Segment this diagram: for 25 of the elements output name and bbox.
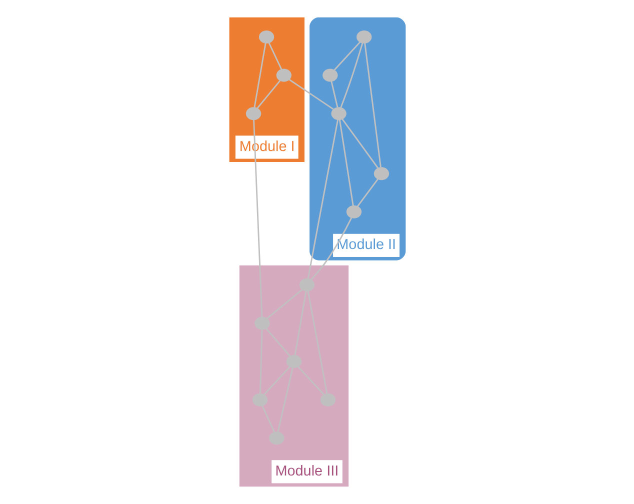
- connector: [268, 42, 282, 70]
- connector: [310, 217, 352, 280]
- connector: [330, 81, 338, 108]
- connector: [288, 78, 334, 110]
- connector: [356, 178, 378, 207]
- connector: [333, 42, 360, 70]
- connector: [364, 43, 381, 168]
- node-circle: [346, 205, 362, 218]
- connector: [252, 120, 262, 318]
- node-circle: [322, 68, 338, 82]
- node-circle: [330, 107, 346, 120]
- connector: [338, 120, 354, 206]
- cluster: Module III: [238, 265, 348, 487]
- connector: [256, 80, 280, 109]
- node-circle: [258, 30, 274, 44]
- connector: [341, 118, 378, 169]
- connector: [306, 120, 338, 279]
- connector: [340, 42, 363, 108]
- node-circle: [373, 167, 389, 180]
- cluster: Module II: [309, 17, 406, 260]
- node-circle: [245, 107, 261, 120]
- cluster: Module I: [228, 17, 304, 162]
- node-circle: [276, 68, 291, 82]
- connector: [253, 42, 266, 108]
- node-circle: [356, 30, 372, 44]
